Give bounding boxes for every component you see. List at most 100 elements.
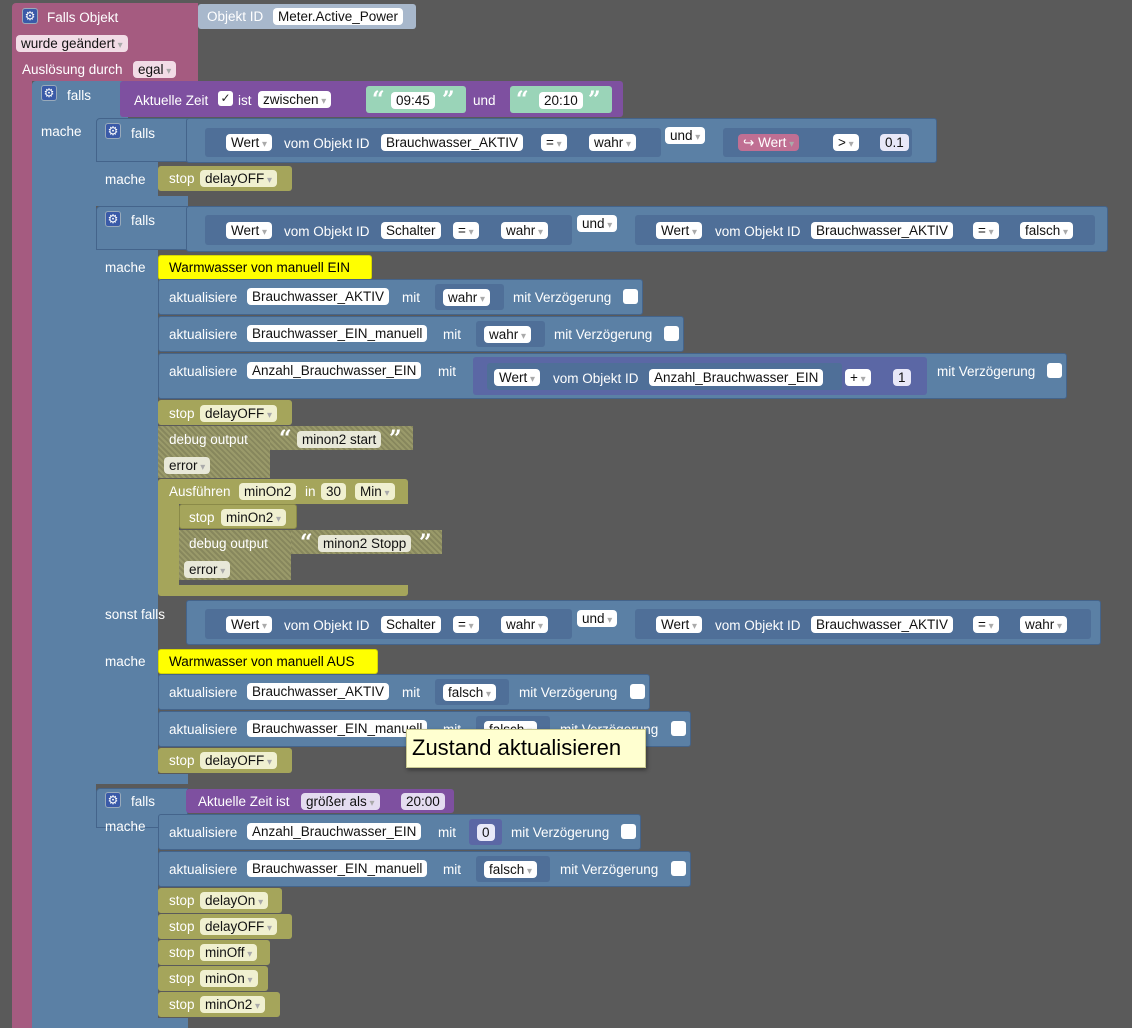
wert-dropdown[interactable]: Wert (494, 369, 541, 386)
object-field[interactable]: Brauchwasser_EIN_manuell (247, 720, 428, 737)
close-quote-icon: ” (419, 530, 432, 556)
delay-label: mit Verzögerung (554, 327, 653, 342)
wert-variable-dropdown[interactable]: ↪ Wert (738, 134, 800, 151)
number-field[interactable]: 0 (477, 824, 495, 841)
open-quote-icon: “ (516, 87, 529, 113)
object-field[interactable]: Brauchwasser_AKTIV (247, 683, 390, 700)
open-quote-icon: “ (372, 87, 385, 113)
und-dropdown[interactable]: und (577, 610, 618, 627)
value-dropdown[interactable]: falsch (443, 684, 497, 701)
value-dropdown[interactable]: wahr (484, 326, 532, 343)
if3-foot (96, 1018, 188, 1028)
gear-icon[interactable]: ⚙ (41, 85, 57, 101)
trigger-dropdown[interactable]: egal (133, 61, 177, 78)
wert-dropdown[interactable]: Wert (226, 616, 273, 633)
stop-label: stop (169, 753, 195, 768)
delay-checkbox[interactable] (664, 326, 679, 341)
stop-target-dropdown[interactable]: delayOn (200, 892, 269, 909)
gear-icon[interactable]: ⚙ (22, 8, 38, 24)
object-field[interactable]: Anzahl_Brauchwasser_EIN (649, 369, 824, 386)
return-icon: ↪ (743, 135, 755, 150)
stop-target-dropdown[interactable]: delayOFF (200, 918, 278, 935)
time-from-field[interactable]: 09:45 (391, 92, 435, 109)
update-block[interactable] (158, 279, 643, 315)
increment-field[interactable]: 1 (893, 369, 911, 386)
eq-dropdown[interactable]: = (541, 134, 567, 151)
time-to-field[interactable]: 20:10 (539, 92, 583, 109)
update-block[interactable] (158, 674, 650, 710)
und-dropdown[interactable]: und (665, 127, 706, 144)
value-dropdown[interactable]: falsch (484, 861, 538, 878)
delay-checkbox[interactable] (623, 289, 638, 304)
timer-value-field[interactable]: 30 (321, 483, 347, 500)
wert-dropdown[interactable]: Wert (656, 222, 703, 239)
gear-icon[interactable]: ⚙ (105, 211, 121, 227)
stop-target-dropdown[interactable]: delayOFF (200, 405, 278, 422)
gt-dropdown[interactable]: > (833, 134, 859, 151)
close-quote-icon: ” (442, 87, 455, 113)
eq-dropdown[interactable]: = (453, 222, 479, 239)
stop-target-dropdown[interactable]: delayOFF (200, 752, 278, 769)
wert-dropdown[interactable]: Wert (656, 616, 703, 633)
object-field[interactable]: Brauchwasser_AKTIV (381, 134, 524, 151)
delay-checkbox[interactable] (621, 824, 636, 839)
bool-dropdown[interactable]: wahr (501, 616, 549, 633)
stop-target-dropdown[interactable]: minOn2 (221, 509, 287, 526)
bool-dropdown[interactable]: wahr (1020, 616, 1068, 633)
wert-dropdown[interactable]: Wert (226, 222, 273, 239)
checkbox[interactable]: ✓ (218, 91, 233, 106)
eq-dropdown[interactable]: = (973, 222, 999, 239)
aktualisiere-label: aktualisiere (169, 364, 238, 379)
delay-label: mit Verzögerung (513, 290, 612, 305)
eq-dropdown[interactable]: = (973, 616, 999, 633)
object-field[interactable]: Schalter (381, 616, 441, 633)
und-label: und (473, 93, 496, 108)
log-level-dropdown[interactable]: error (184, 561, 231, 578)
threshold-field[interactable]: 0.1 (880, 134, 909, 151)
delay-checkbox[interactable] (630, 684, 645, 699)
object-field[interactable]: Brauchwasser_EIN_manuell (247, 860, 428, 877)
object-field[interactable]: Brauchwasser_AKTIV (811, 616, 954, 633)
outer-mache-label: mache (41, 124, 82, 139)
changed-dropdown[interactable]: wurde geändert (16, 35, 128, 52)
timer-unit-dropdown[interactable]: Min (355, 483, 395, 500)
delay-checkbox[interactable] (671, 721, 686, 736)
object-field[interactable]: Brauchwasser_EIN_manuell (247, 325, 428, 342)
bool-dropdown[interactable]: wahr (501, 222, 549, 239)
ausfuehren-label: Ausführen (169, 484, 231, 499)
time-operator-dropdown[interactable]: zwischen (258, 91, 332, 108)
log-level-dropdown[interactable]: error (164, 457, 211, 474)
eq-dropdown[interactable]: = (453, 616, 479, 633)
stop-target-dropdown[interactable]: minOn (200, 970, 258, 987)
gear-icon[interactable]: ⚙ (105, 792, 121, 808)
object-field[interactable]: Schalter (381, 222, 441, 239)
mit-label: mit (443, 862, 461, 877)
comment-block[interactable] (158, 649, 378, 674)
value-dropdown[interactable]: wahr (443, 289, 491, 306)
stop-target-dropdown[interactable]: delayOFF (200, 170, 278, 187)
stop-label: stop (169, 171, 195, 186)
debug-text-field[interactable]: minon2 Stopp (318, 535, 412, 552)
bool-dropdown[interactable]: wahr (589, 134, 637, 151)
trigger-title: Falls Objekt (47, 10, 119, 25)
timer-name-field[interactable]: minOn2 (239, 483, 297, 500)
object-field[interactable]: Anzahl_Brauchwasser_EIN (247, 362, 422, 379)
aktualisiere-label: aktualisiere (169, 327, 238, 342)
object-id-field[interactable]: Meter.Active_Power (273, 8, 404, 25)
delay-checkbox[interactable] (671, 861, 686, 876)
und-dropdown[interactable]: und (577, 215, 618, 232)
delay-checkbox[interactable] (1047, 363, 1062, 378)
plus-dropdown[interactable]: + (845, 369, 871, 386)
bool-dropdown[interactable]: falsch (1020, 222, 1074, 239)
object-field[interactable]: Brauchwasser_AKTIV (811, 222, 954, 239)
stop-target-dropdown[interactable]: minOff (200, 944, 258, 961)
object-field[interactable]: Anzahl_Brauchwasser_EIN (247, 823, 422, 840)
object-field[interactable]: Brauchwasser_AKTIV (247, 288, 390, 305)
gear-icon[interactable]: ⚙ (105, 123, 121, 139)
stop-target-dropdown[interactable]: minOn2 (200, 996, 266, 1013)
time-compare-dropdown[interactable]: größer als (301, 793, 380, 810)
time-compare-field[interactable]: 20:00 (401, 793, 445, 810)
wert-dropdown[interactable]: Wert (226, 134, 273, 151)
debug-text-field[interactable]: minon2 start (297, 431, 382, 448)
vom-objekt-label: vom Objekt ID (284, 224, 370, 239)
